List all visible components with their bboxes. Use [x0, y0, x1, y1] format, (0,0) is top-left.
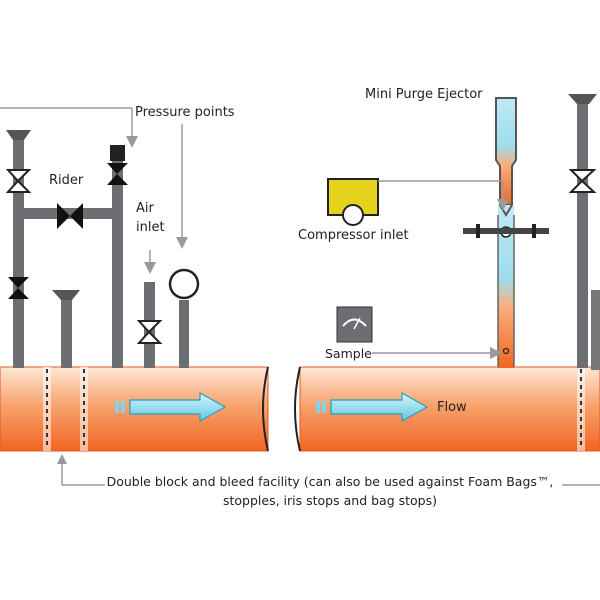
- block-band-3: [577, 367, 585, 451]
- flow-arrow-left-icon: [115, 391, 227, 423]
- caption-line-1: Double block and bleed facility (can als…: [106, 474, 554, 489]
- label-compressor-inlet: Compressor inlet: [298, 228, 409, 243]
- label-pressure-points: Pressure points: [135, 105, 235, 120]
- valve-mid-left-icon: [8, 277, 29, 299]
- air-inlet-pipe: [136, 282, 163, 368]
- caption: Double block and bleed facility (can als…: [90, 472, 570, 510]
- left-vent-stack: [6, 130, 31, 368]
- funnel-vent: [52, 290, 80, 368]
- block-band-1: [43, 367, 51, 451]
- flow-arrow-right-icon: [316, 391, 429, 423]
- ejector-flange: [463, 224, 549, 238]
- label-air-inlet-2: inlet: [136, 220, 165, 235]
- valve-top-left-icon: [5, 169, 32, 193]
- pressure-points-leader: [0, 107, 188, 249]
- caption-line-2: stopples, iris stops and bag stops): [223, 493, 437, 508]
- label-mini-purge-ejector: Mini Purge Ejector: [365, 87, 483, 102]
- pressure-gauge-icon: [168, 268, 200, 368]
- caption-leader: [57, 454, 600, 486]
- sample-meter-icon: [336, 306, 373, 343]
- label-sample: Sample: [325, 346, 372, 361]
- right-vent-stack: [110, 145, 125, 368]
- mini-purge-ejector: [495, 97, 517, 368]
- valve-top-right-icon: [107, 163, 128, 185]
- right-vent-stack-far: [568, 94, 597, 368]
- label-rider: Rider: [49, 173, 84, 188]
- label-flow: Flow: [437, 400, 467, 415]
- block-band-2: [80, 367, 88, 451]
- compressor-icon: [327, 178, 379, 226]
- label-air-inlet-1: Air: [136, 201, 155, 216]
- valve-rider-icon: [57, 203, 83, 229]
- rider-pipe: [24, 208, 112, 219]
- pipe-edge-fitting: [591, 290, 600, 370]
